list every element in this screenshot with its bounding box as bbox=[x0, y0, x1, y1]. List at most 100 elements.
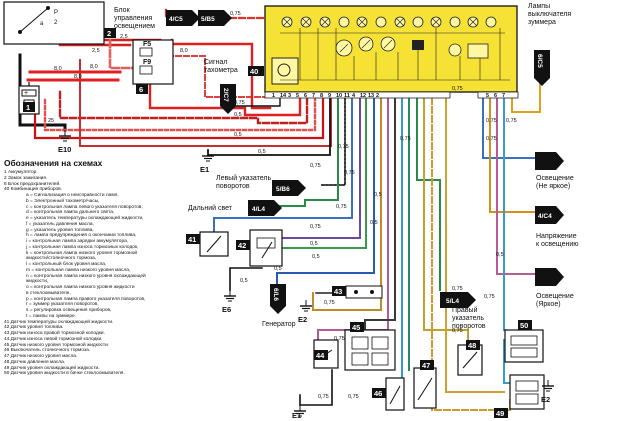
component-43: 43 bbox=[334, 287, 342, 296]
ground-e1-top bbox=[201, 149, 215, 162]
cluster-connector-right bbox=[477, 91, 519, 99]
handbrake-switch bbox=[385, 377, 405, 411]
component-48: 48 bbox=[468, 341, 476, 350]
legend-item: r = зуммер указателя поворотов, bbox=[26, 302, 99, 308]
component-2: 2 bbox=[107, 29, 111, 38]
component-6: 6 bbox=[139, 85, 143, 94]
wire-size: 2,5 bbox=[120, 34, 128, 40]
svg-text:2: 2 bbox=[54, 20, 58, 26]
wire-size: 0,75 bbox=[400, 136, 411, 142]
legend-item: p = контрольная лампа правого указателя … bbox=[26, 296, 146, 302]
legend-list: 1 Аккумулятор.2 Замок зажигания.6 Блок п… bbox=[4, 170, 176, 377]
wire-size: 0,5 bbox=[310, 241, 318, 247]
wire-size: 0,75 bbox=[336, 204, 347, 210]
ground-e10 bbox=[58, 129, 72, 142]
connector-2c7: 2/C7 bbox=[222, 88, 229, 102]
legend-item: 2 Замок зажигания. bbox=[4, 175, 48, 181]
ground-label-e2-bottom: E2 bbox=[541, 395, 550, 404]
connector-5b5: 5/B5 bbox=[201, 16, 215, 23]
wire-size: 0,75 bbox=[484, 294, 495, 300]
connector-pin: 11 bbox=[344, 93, 350, 99]
ground-label-e10: E10 bbox=[58, 145, 71, 154]
ground-e6 bbox=[223, 289, 237, 302]
component-49: 49 bbox=[496, 409, 504, 418]
component-40: 40 bbox=[250, 67, 258, 76]
legend-item: b = Электронный тахометр/часы, bbox=[26, 198, 100, 204]
legend-item: 40 Комбинация приборов. bbox=[4, 187, 63, 193]
legend-item: g = указатель уровня топлива, bbox=[26, 227, 94, 233]
connector-4c5: 4/C5 bbox=[169, 16, 183, 23]
component-44: 44 bbox=[316, 351, 325, 360]
wire-size: 25 bbox=[48, 118, 54, 124]
component-46: 46 bbox=[374, 389, 382, 398]
ground-label-e1-top: E1 bbox=[200, 165, 209, 174]
legend-item: o = контрольная лампа низкого уровня жид… bbox=[26, 285, 135, 290]
wire-size: 0,75 bbox=[234, 100, 245, 106]
coolant-level-sensor bbox=[509, 374, 545, 410]
arrows bbox=[166, 10, 564, 314]
ground-e2-mid bbox=[299, 299, 313, 312]
lighting-bright-label: Освещение(Яркое) bbox=[536, 293, 574, 308]
legend-item: h = лампа предупреждения о окончании топ… bbox=[26, 233, 137, 239]
wire-size: 0,5 bbox=[496, 252, 504, 258]
connector-5l4: 5/L4 bbox=[446, 298, 459, 305]
component-47: 47 bbox=[422, 361, 430, 370]
wire-size: 0,75 bbox=[452, 86, 463, 92]
component-1: 1 bbox=[26, 103, 30, 112]
legend-item: 46 Выключатель стояночного тормоза. bbox=[4, 348, 91, 354]
component-numbers: 1 2 6 40 41 42 43 44 45 46 47 48 49 50 bbox=[23, 28, 532, 418]
connector-pin: 6 bbox=[304, 93, 307, 99]
svg-text:a: a bbox=[40, 21, 44, 27]
legend-item: 50 Датчик уровня жидкости в бачке стекло… bbox=[4, 371, 125, 377]
connector-pin: 8 bbox=[320, 93, 323, 99]
connector-pin: 6 bbox=[494, 93, 497, 99]
wire-size: 0,75 bbox=[344, 170, 355, 176]
wire-size: 0,5 bbox=[312, 254, 320, 260]
legend-item: l = контрольный блок уровня масла, bbox=[26, 262, 107, 267]
legend-item: 6 Блок предохранителей. bbox=[4, 181, 61, 187]
wire-size: 0,5 bbox=[274, 266, 282, 272]
ground-label-e2-mid: E2 bbox=[298, 315, 307, 324]
legend-item: i = контрольная лампа зарядки аккумулято… bbox=[26, 239, 129, 244]
legend-item: s = регулировка освещения приборов, bbox=[26, 308, 112, 313]
legend-item: 47 Датчик низкого уровня масла. bbox=[4, 354, 78, 359]
wire-size: 8,0 bbox=[74, 74, 82, 80]
generator-label: Генератор bbox=[262, 321, 296, 328]
high-beam-label: Дальний свет bbox=[188, 204, 233, 212]
ignition-switch: a P 2 bbox=[3, 1, 105, 45]
connector-6l6: 6/L6 bbox=[272, 288, 279, 301]
connector-pin: 2 bbox=[376, 93, 379, 99]
connector-pin: 7 bbox=[502, 93, 505, 99]
wire-size: 8,0 bbox=[180, 48, 188, 54]
fuel-level-sensor bbox=[249, 229, 283, 267]
coolant-temp-sensor bbox=[199, 231, 229, 257]
wire-size: 0,5 bbox=[240, 278, 248, 284]
wire-size: 0,75 bbox=[348, 394, 359, 400]
legend-item: k = контрольная лампа низкого уровня тор… bbox=[26, 250, 138, 256]
connector-pin: 10 bbox=[336, 93, 342, 99]
legend-item: 45 Датчик низкого уровня тормозной жидко… bbox=[4, 342, 110, 348]
connector-pin: 1 bbox=[272, 93, 275, 99]
legend-item: m = контрольная лампа низкого уровня мас… bbox=[26, 267, 131, 273]
ground-label-e6: E6 bbox=[222, 305, 231, 314]
legend: Обозначения на схемах 1 Аккумулятор.2 За… bbox=[4, 158, 176, 420]
lighting-dim-label: Освещение(Не яркое) bbox=[536, 175, 574, 190]
legend-item: 1 Аккумулятор. bbox=[4, 170, 38, 175]
wire-size: 0,75 bbox=[324, 300, 335, 306]
svg-text:P: P bbox=[54, 10, 58, 16]
legend-item: 48 Датчик давления масла. bbox=[4, 359, 66, 365]
wire-size: 8,0 bbox=[54, 66, 62, 72]
wire-size: 0,5 bbox=[234, 112, 242, 118]
legend-item: 49 Датчик уровня охлаждающей жидкости. bbox=[4, 365, 100, 371]
fuse-f5: F5 bbox=[143, 41, 151, 48]
connector-tags: 4/C5 5/B5 2/C7 6/C5 5/B6 4/L4 4/C4 6/L6 … bbox=[169, 16, 552, 305]
washer-level-sensor bbox=[504, 329, 544, 363]
connector-pin: 7 bbox=[312, 93, 315, 99]
wire-size: 0,75 bbox=[310, 163, 321, 169]
legend-item: c = контрольная лампа левого указателя п… bbox=[26, 204, 143, 210]
